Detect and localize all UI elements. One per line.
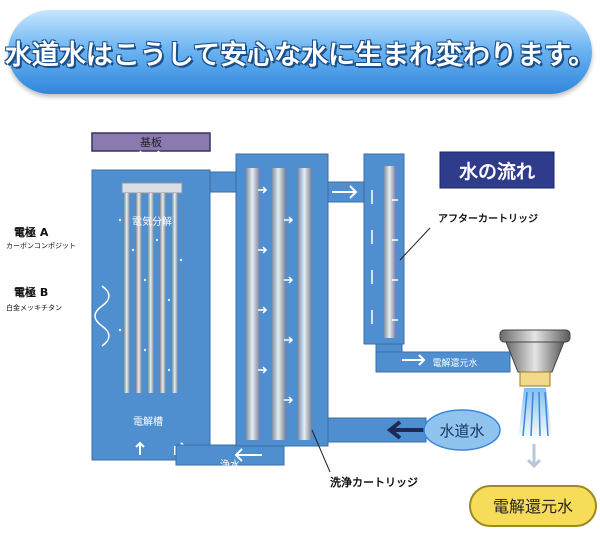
reduced-water-pipe-label: 電解還元水 <box>432 357 477 369</box>
electrolysis-label: 電気分解 <box>132 215 172 228</box>
water-flow-title: 水の流れ <box>459 160 535 183</box>
wash-cartridge-label: 洗浄カートリッジ <box>330 475 418 489</box>
after-cartridge <box>363 153 511 373</box>
reduced-water-output-pill <box>469 485 597 527</box>
electrode-a-label: 電極 A <box>14 225 49 239</box>
electrode-b-label: 電極 B <box>14 285 48 299</box>
electrode-rods <box>124 193 178 393</box>
clean-water-pipe <box>175 444 285 466</box>
tap-water-arrow <box>386 420 424 440</box>
after-cartridge-label: アフターカートリッジ <box>438 213 538 225</box>
electrode-a-material: カーボンコンポジット <box>6 242 76 250</box>
banner-title: 水道水はこうして安心な水に生まれ変わります。 <box>4 39 596 71</box>
reduced-water-output-label: 電解還元水 <box>493 497 573 516</box>
wash-cartridge <box>235 153 365 447</box>
tap-water-bubble <box>423 409 501 451</box>
clean-water-label: 浄水 <box>220 458 240 471</box>
substrate-label: 基板 <box>140 135 162 149</box>
electrode-b-material: 白金メッキチタン <box>6 303 62 312</box>
faucet-outlet <box>499 329 571 469</box>
substrate-plate <box>91 132 211 152</box>
header-banner: 水道水はこうして安心な水に生まれ変わります。 <box>5 10 595 94</box>
tap-water-label: 水道水 <box>439 422 484 440</box>
electrolysis-tank <box>66 132 230 461</box>
tank-label: 電解槽 <box>133 415 163 428</box>
water-flow-title-box <box>439 151 555 189</box>
